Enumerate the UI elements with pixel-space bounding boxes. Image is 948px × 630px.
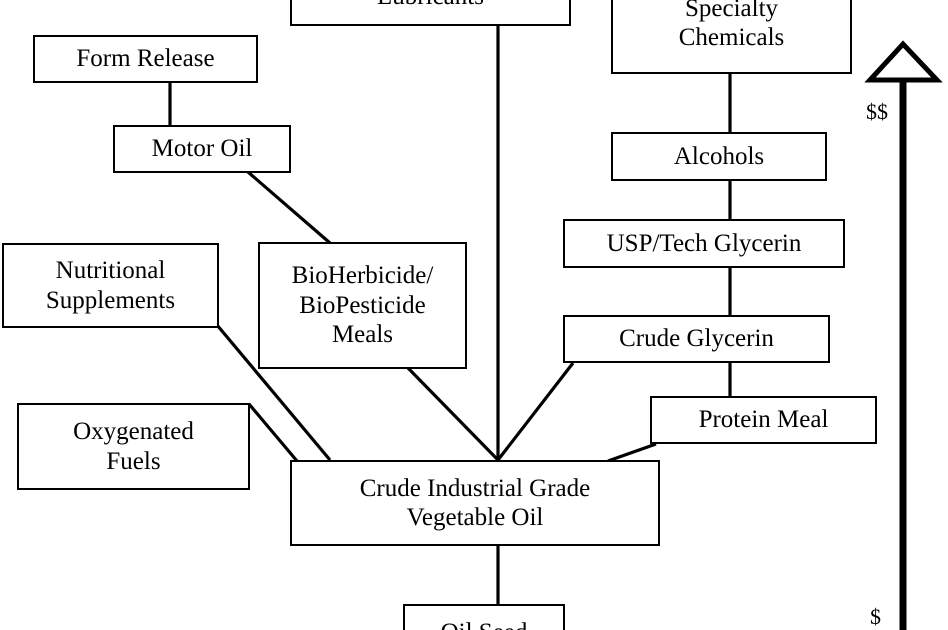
value-arrow-head-icon <box>864 40 943 83</box>
node-label-protein_meal: Protein Meal <box>698 406 829 434</box>
node-crude_veg_oil[interactable]: Crude Industrial Grade Vegetable Oil <box>290 460 660 546</box>
node-motor_oil[interactable]: Motor Oil <box>113 125 291 173</box>
node-label-motor_oil: Motor Oil <box>151 135 253 163</box>
node-nutritional[interactable]: Nutritional Supplements <box>2 243 219 328</box>
node-alcohols[interactable]: Alcohols <box>611 132 827 181</box>
node-bioherbicide[interactable]: BioHerbicide/ BioPesticide Meals <box>258 242 467 369</box>
node-specialty[interactable]: Specialty Chemicals <box>611 0 852 74</box>
value-arrow-bottom-label: $ <box>870 604 881 629</box>
edge-motor-oil-to-bioherbicide <box>246 170 332 245</box>
edge-oxygenated-to-crude-veg-oil <box>247 402 299 463</box>
node-form_release[interactable]: Form Release <box>33 35 258 83</box>
node-label-nutritional: Nutritional Supplements <box>45 257 176 314</box>
edge-protein-meal-to-crude-veg-oil <box>607 442 657 463</box>
edge-bioherbicide-to-crude-veg-oil <box>406 366 500 462</box>
node-protein_meal[interactable]: Protein Meal <box>650 396 877 444</box>
value-arrow-top-label: $$ <box>866 99 888 124</box>
node-oxygenated_fuels[interactable]: Oxygenated Fuels <box>17 403 250 490</box>
node-label-usp_glycerin: USP/Tech Glycerin <box>606 229 802 257</box>
node-usp_glycerin[interactable]: USP/Tech Glycerin <box>563 219 845 268</box>
node-label-bioherbicide: BioHerbicide/ BioPesticide Meals <box>291 262 434 349</box>
node-label-alcohols: Alcohols <box>673 142 765 170</box>
node-label-lubricants: Lubricants <box>292 0 569 12</box>
node-label-crude_veg_oil: Crude Industrial Grade Vegetable Oil <box>359 474 591 532</box>
node-label-oil_seed: Oil Seed <box>405 618 563 630</box>
node-label-specialty: Specialty Chemicals <box>678 0 785 51</box>
node-label-form_release: Form Release <box>76 45 215 73</box>
node-lubricants[interactable]: Lubricants <box>290 0 571 26</box>
node-label-oxygenated_fuels: Oxygenated Fuels <box>73 418 194 475</box>
node-label-crude_glycerin: Crude Glycerin <box>619 325 774 353</box>
node-oil_seed[interactable]: Oil Seed <box>403 604 565 630</box>
value-arrow-group <box>864 40 943 630</box>
edge-crude-glycerin-to-crude-veg-oil <box>496 362 575 461</box>
node-crude_glycerin[interactable]: Crude Glycerin <box>563 315 830 363</box>
